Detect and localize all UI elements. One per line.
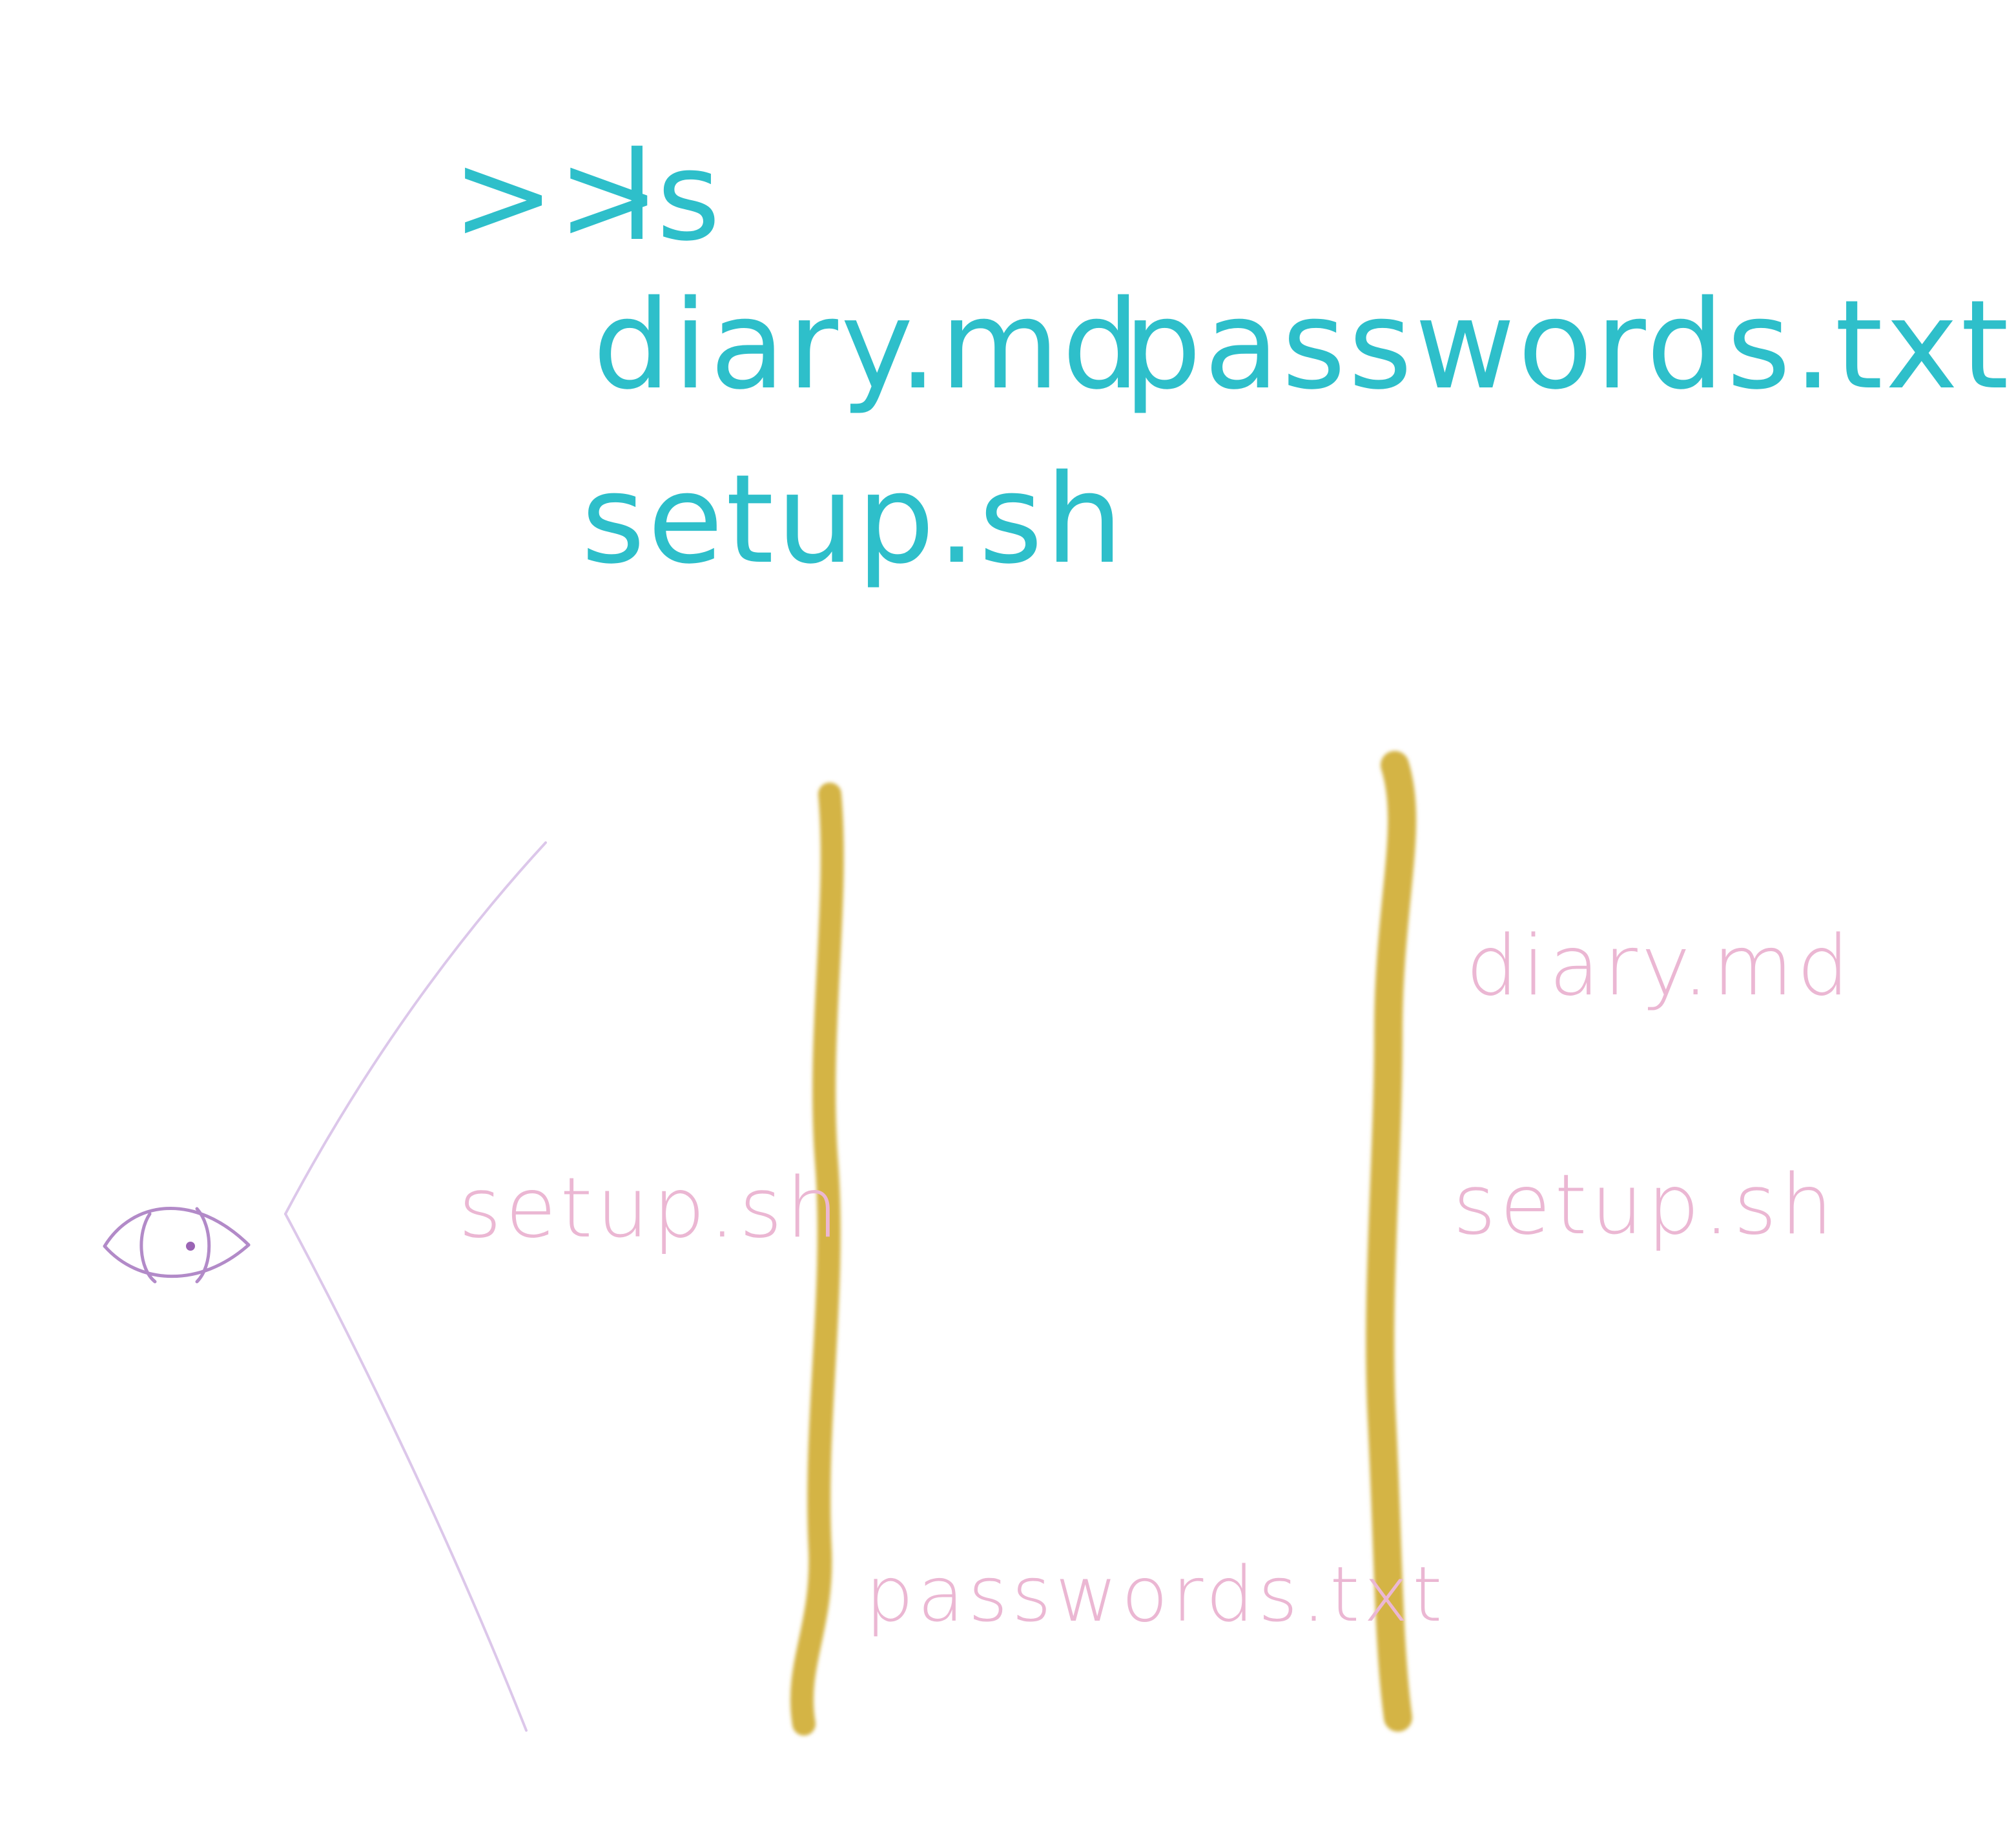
front-wall	[790, 783, 844, 1736]
ls-output-setup: setup.sh	[581, 448, 1126, 591]
scene-labels: setup.sh passwords.txt diary.md setup.sh	[458, 918, 1853, 1639]
between-walls-file-label: passwords.txt	[865, 1550, 1446, 1639]
terminal-prompt: >>	[452, 125, 663, 268]
hidden-file-label-diary: diary.md	[1466, 918, 1853, 1014]
visible-file-label: setup.sh	[458, 1160, 843, 1257]
walls	[790, 751, 1417, 1736]
eye-icon	[103, 1207, 251, 1284]
hidden-file-label-setup: setup.sh	[1453, 1157, 1837, 1253]
view-lines	[284, 841, 547, 1732]
terminal-command: ls	[620, 125, 723, 268]
ls-output-passwords: passwords.txt	[1124, 274, 2011, 416]
ls-output-diary: diary.md	[593, 274, 1142, 416]
back-wall	[1366, 751, 1417, 1732]
terminal-block: >> ls diary.md passwords.txt setup.sh	[452, 125, 2011, 591]
